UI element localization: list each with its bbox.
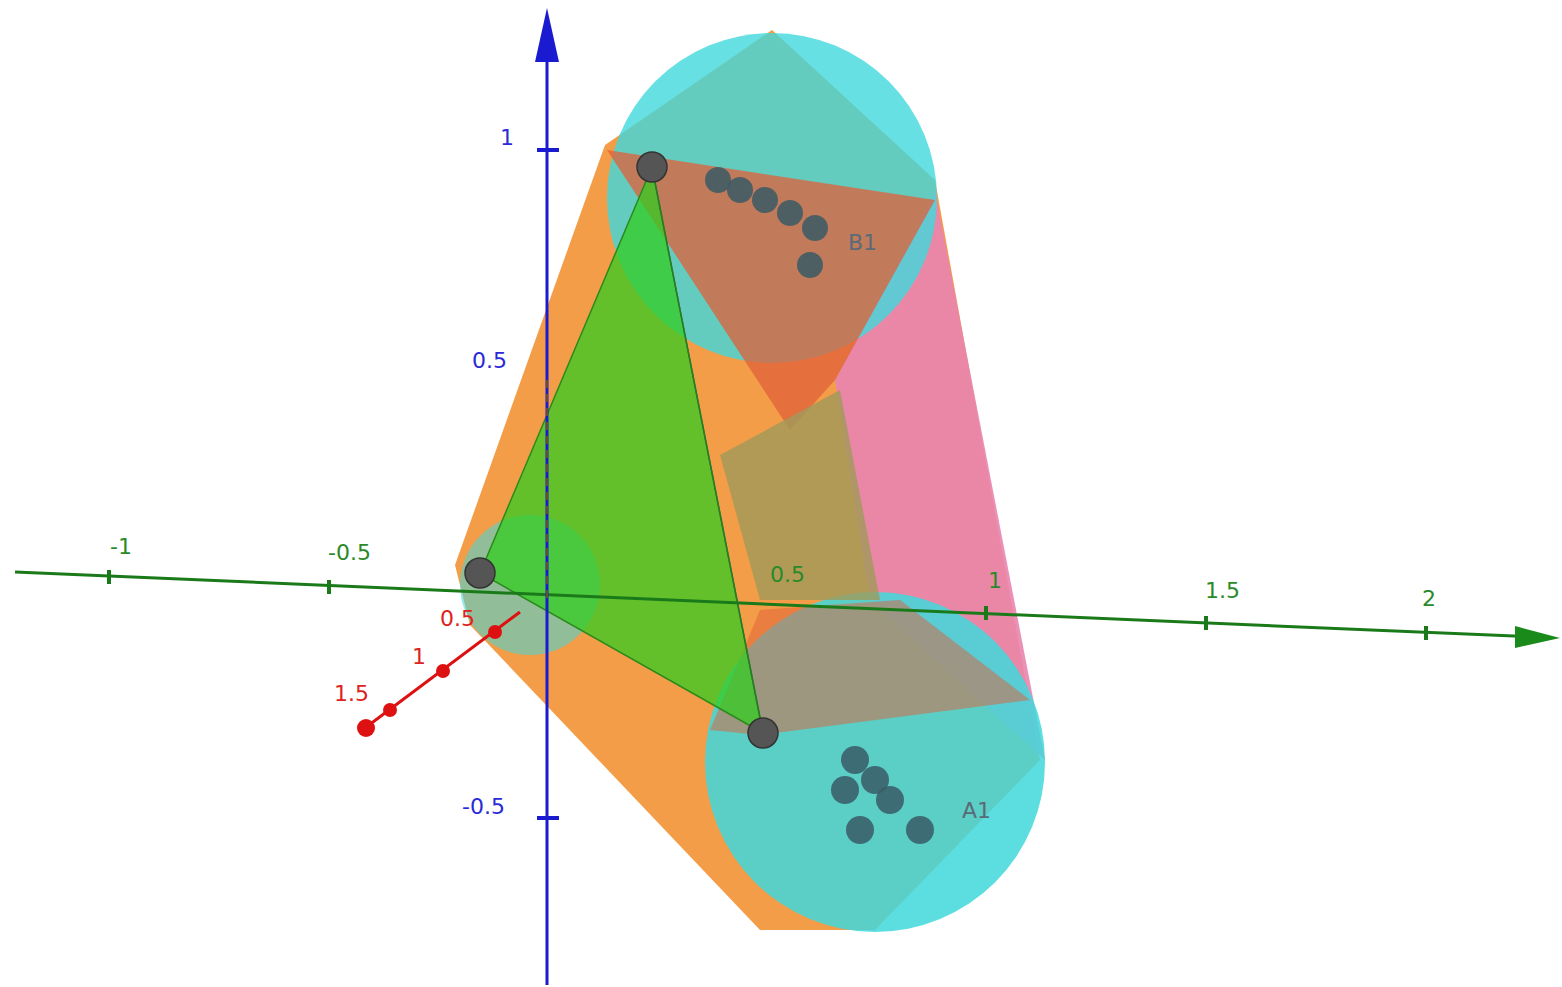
axis-tick-label: 1.5 bbox=[334, 683, 369, 705]
axis-tick-label: 1.5 bbox=[1205, 580, 1240, 602]
sphere bbox=[705, 592, 1045, 932]
axis-ticks bbox=[537, 150, 559, 818]
axis-arrow bbox=[1515, 626, 1560, 648]
triangle bbox=[480, 167, 763, 733]
axis-tick-label: -0.5 bbox=[462, 796, 505, 818]
axis-tick-label: 0.5 bbox=[770, 564, 805, 586]
trace-points bbox=[705, 167, 934, 844]
edge-line bbox=[652, 167, 763, 733]
axis-tick-label: 1 bbox=[988, 570, 1002, 592]
axis-arrow bbox=[535, 8, 559, 62]
point-label: B1 bbox=[848, 232, 877, 254]
cone-surface bbox=[720, 390, 880, 600]
axis-tick-label: 1 bbox=[500, 127, 514, 149]
axis-ticks bbox=[109, 570, 1426, 640]
axis-tick-label: -0.5 bbox=[328, 542, 371, 564]
hidden-axis bbox=[546, 380, 548, 600]
axis-tick-label: 2 bbox=[1422, 588, 1436, 610]
axis-tick-label: -1 bbox=[110, 536, 132, 558]
axis-tick-label: 1 bbox=[412, 646, 426, 668]
z-axis bbox=[546, 40, 549, 985]
point-label: A1 bbox=[962, 800, 991, 822]
vertex-point bbox=[465, 152, 778, 748]
axis-tick-label: 0.5 bbox=[440, 608, 475, 630]
axis-ticks bbox=[357, 625, 502, 737]
axis-tick-label: 0.5 bbox=[472, 350, 507, 372]
